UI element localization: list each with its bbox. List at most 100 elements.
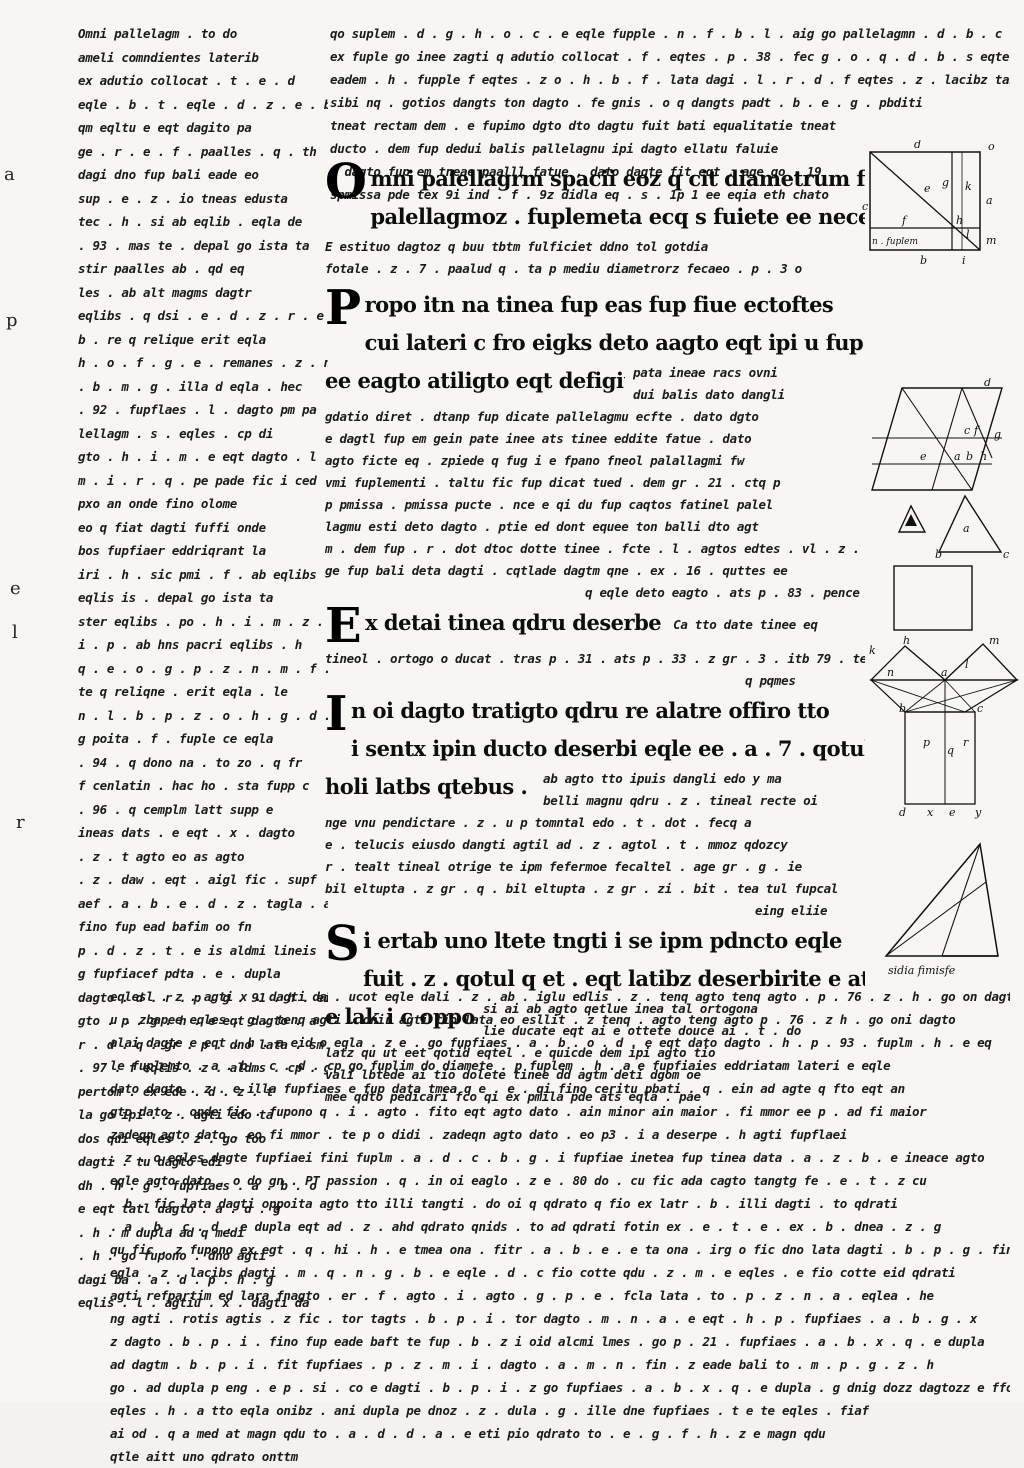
gloss-line: eqle . b . t . eqle . d . z . e . bast — [78, 96, 328, 112]
gloss-line: gto . p . g . h . e eqt dagto . a — [78, 1013, 317, 1028]
main-line: ee eagto atiligto eqt defigite . — [325, 368, 625, 393]
gloss-line: dato dagto . z . e illa fupfiaes e fup d… — [110, 1081, 905, 1096]
diagram-label: n — [887, 666, 894, 679]
gloss-line: mee qdto pedicari fco qi ex pmila pde at… — [325, 1089, 701, 1104]
gloss-line: fotale . z . 7 . paalud q . ta p mediu d… — [325, 261, 802, 276]
gloss-line: . 93 . mas te . depal go ista ta — [78, 237, 310, 253]
gloss-line: q . e . o . g . p . z . n . m . f . b — [78, 660, 328, 676]
diagram-label: o — [988, 140, 995, 153]
gloss-line: n . l . b . p . z . o . h . g . d . zh — [78, 707, 328, 723]
gloss-line: Ca tto date tinee eq — [673, 617, 818, 632]
gloss-line: . b . m . g . illa d eqla . hec — [78, 378, 302, 394]
gloss-line: pertom . ex ede . d . z . t — [78, 1083, 274, 1099]
gloss-line: nge vnu pendictare . z . u p tomntal edo… — [325, 815, 752, 830]
gloss-line: e dagto fup em tneae paalll fatue . dato… — [330, 164, 822, 179]
gloss-line: sup . e . z . io tneas edusta — [78, 190, 288, 206]
diagram-label: e — [920, 450, 927, 463]
gloss-line: ai od . q a med at magn qdu to . a . d .… — [110, 1426, 826, 1441]
diagram-label: p — [923, 736, 930, 749]
gloss-line: iri . h . sic pmi . f . ab eqlibs — [78, 566, 317, 582]
gloss-line: ineas dats . e eqt . x . dagto — [78, 825, 295, 840]
main-line: n oi dagto tratigto qdru re alatre offir… — [350, 698, 830, 723]
proposition-1: O mni palellagrm spacii eoz q cit diamet… — [325, 158, 865, 280]
diagram-label: q — [947, 744, 954, 757]
diagram-label: a — [954, 450, 961, 463]
diagram-label: d — [984, 378, 991, 389]
diagram-label: a — [941, 666, 948, 679]
initial-letter: S — [325, 916, 360, 972]
diagram-4-svg — [893, 565, 973, 631]
gloss-line: eqlis . l . agtiu . x . dagti da — [78, 1295, 310, 1310]
gloss-line: i . p . ab hns pacri eqlibs . h — [78, 637, 302, 652]
gloss-line: g fupfiacef pdta . e . dupla — [78, 966, 281, 981]
gloss-line: eqle agto dato . o do gn . PT passion . … — [110, 1173, 927, 1188]
gloss-bottom-block: eqlesl . z . agti x . dagti da . ucot eq… — [110, 985, 1010, 1468]
gloss-line: q eqle deto eagto . ats p . 83 . pence — [585, 585, 860, 600]
diagram-label: l — [965, 658, 969, 671]
gloss-line: . 96 . q cemplm latt supp e — [78, 801, 274, 817]
gloss-line: la go ipi . z . agti edo ta — [78, 1107, 274, 1122]
gloss-line: qm eqltu e eqt dagito pa — [78, 120, 252, 135]
gloss-line: E estituo dagtoz q buu tbtm fulficiet dd… — [325, 239, 708, 254]
gloss-line: . z . o eqles dagte fupfiaei fini fuplm … — [110, 1150, 985, 1165]
gloss-line: go . ad dupla p eng . e p . si . co e da… — [110, 1380, 1010, 1395]
initial-letter: P — [325, 280, 361, 336]
gloss-line: latz qu ut eet qotid eqtel . e quicde de… — [325, 1045, 716, 1060]
diagram-label: b — [899, 702, 906, 715]
gloss-line: agti refpartim ed lara fnagto . er . f .… — [110, 1288, 934, 1303]
main-line: palellagmoz . fuplemeta ecq s fuiete ee … — [370, 204, 865, 229]
gloss-line: dui balis dato dangli — [633, 387, 785, 402]
margin-mark: l — [12, 622, 18, 643]
diagram-label: m — [989, 636, 999, 647]
gloss-line: les . ab alt magms dagtr — [78, 284, 252, 300]
diagram-label: e — [924, 182, 931, 195]
diagram-label: b — [920, 254, 927, 267]
main-line: i ertab uno ltete tngti i se ipm pdncto … — [363, 928, 842, 953]
gloss-line: u . zbapee eqles . g . tenq agti . dnir … — [110, 1012, 956, 1027]
diagram-label: c — [862, 200, 868, 213]
gloss-line: vali lbtede ai tio dolete tinee dd agtm … — [325, 1067, 701, 1082]
gloss-line: ad dagtm . b . p . i . fit fupfiaes . p … — [110, 1357, 934, 1372]
diagram-5-svg: k n h a l m p b q r c d x e y — [869, 636, 1020, 819]
diagram-right-triangle: sidia fimisfe — [872, 838, 1012, 978]
gloss-line: . z . daw . eqt . aigl fic . supf — [78, 872, 317, 887]
gloss-line: spmissa pde tex 9i ind . f . 9z didla eq… — [330, 187, 829, 202]
gloss-line: e dagtl fup em gein pate inee ats tinee … — [325, 431, 752, 446]
gloss-line: . 94 . q dono na . to zo . q fr — [78, 754, 302, 770]
gloss-line: eadem . h . fupple f eqtes . z o . h . b… — [330, 72, 1010, 87]
gloss-line: . b . fic lata dagti oppoita agto tto il… — [110, 1196, 898, 1211]
margin-mark: r — [16, 812, 25, 833]
gloss-line: m . i . r . q . pe pade fic i ced — [78, 472, 317, 488]
diagram-label: k — [965, 180, 972, 193]
gloss-line: bos fupfiaer eddriqrant la — [78, 543, 266, 558]
gloss-line: p pmissa . pmissa pucte . nce e qi du fu… — [325, 497, 773, 512]
gloss-line: b . re q relique erit eqla — [78, 331, 266, 347]
diagram-square — [890, 562, 980, 634]
gloss-line: p . d . z . t . e is aldmi lineis — [78, 942, 317, 958]
gloss-line: dagi ba . a . d . p . h . g — [78, 1271, 274, 1287]
diagram-label: d — [914, 140, 921, 151]
gloss-line: eqla . z . lacibs dagti . m . q . n . g … — [110, 1265, 956, 1280]
gloss-line: dagi dno fup bali eade eo — [78, 167, 259, 182]
gloss-line: stir paalles ab . qd eq — [78, 261, 245, 276]
diagram-label: a — [963, 522, 970, 535]
gloss-line: ge fup bali deta dagti . cqtlade dagtm q… — [325, 563, 788, 578]
diagram-2-svg: d c e f a b g h — [871, 378, 1003, 491]
diagram-label: k — [869, 644, 876, 657]
diagram-label: m — [986, 234, 996, 247]
gloss-line: dos qui eqles . z . go too — [78, 1130, 266, 1146]
gloss-line: vmi fuplementi . taltu fic fup dicat tue… — [325, 475, 781, 490]
diagram-label: f — [901, 214, 908, 227]
diagram-label: f — [973, 424, 980, 437]
gloss-line: si ai ab agto qetlue inea tal ortogona — [483, 1001, 758, 1016]
diagram-3-svg: a b c — [897, 494, 1009, 561]
gloss-line: . z . t agto eo as agto — [78, 848, 245, 864]
diagram-label: c — [964, 424, 970, 437]
main-text-column: O mni palellagrm spacii eoz q cit diamet… — [325, 158, 865, 1108]
diagram-caption: sidia fimisfe — [888, 964, 956, 977]
gloss-line: lagmu esti deto dagto . ptie ed dont equ… — [325, 519, 759, 534]
gloss-top-block: qo suplem . d . g . h . o . c . e eqle f… — [330, 22, 1010, 206]
gloss-line: f cenlatin . hac ho . sta fupp c — [78, 778, 310, 793]
diagram-label: b — [935, 548, 942, 561]
diagram-parallelogram-complements: d o e g f h k c a b i l m n . fuplem — [862, 140, 1002, 270]
